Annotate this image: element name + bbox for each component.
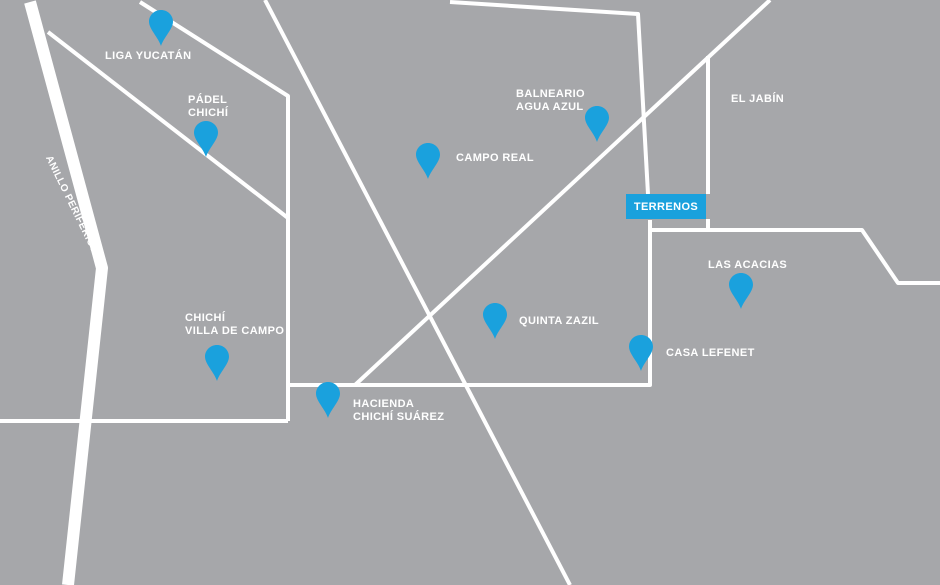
place-label-line: CHICHÍ bbox=[185, 312, 226, 324]
map-pin-shape bbox=[205, 345, 229, 381]
map-pin-shape bbox=[629, 335, 653, 371]
road-north-west bbox=[138, 0, 290, 421]
place-label-las-acacias: LAS ACACIAS bbox=[708, 259, 787, 272]
place-label-liga-yucatan: LIGA YUCATÁN bbox=[105, 50, 191, 63]
place-label-line: VILLA DE CAMPO bbox=[185, 325, 285, 337]
place-label-campo-real: CAMPO REAL bbox=[456, 152, 534, 165]
place-label-line: HACIENDA bbox=[353, 398, 415, 410]
road-diagonal-west bbox=[46, 30, 290, 220]
map-pin-shape bbox=[149, 10, 173, 46]
place-label-line: QUINTA ZAZIL bbox=[519, 315, 599, 327]
place-label-el-jabin: EL JABÍN bbox=[731, 93, 784, 106]
map-pin-shape bbox=[729, 273, 753, 309]
map-pin-shape bbox=[585, 106, 609, 142]
road-diagonal-east bbox=[353, 0, 772, 387]
pin-balneario-agua-azul-icon[interactable] bbox=[585, 106, 609, 142]
place-label-line: AGUA AZUL bbox=[516, 101, 584, 113]
road-north-east bbox=[449, 0, 650, 195]
map-pin-shape bbox=[316, 382, 340, 418]
place-label-line: BALNEARIO bbox=[516, 88, 585, 100]
road-diagonal-long bbox=[263, 0, 572, 585]
pin-liga-yucatan-icon[interactable] bbox=[149, 10, 173, 46]
map-pin-shape bbox=[416, 143, 440, 179]
pin-quinta-zazil-icon[interactable] bbox=[483, 303, 507, 339]
road-east-horizontal bbox=[650, 228, 940, 285]
pin-chichi-villa-de-campo-icon[interactable] bbox=[205, 345, 229, 381]
terrenos-label[interactable]: TERRENOS bbox=[626, 194, 706, 219]
map-pin-shape bbox=[194, 121, 218, 157]
road-anillo-periferico bbox=[24, 0, 108, 585]
place-label-line: EL JABÍN bbox=[731, 93, 785, 105]
pin-campo-real-icon[interactable] bbox=[416, 143, 440, 179]
place-label-casa-lefenet: CASA LEFENET bbox=[666, 347, 755, 360]
place-label-line: CHICHÍ SUÁREZ bbox=[353, 411, 445, 423]
map-pin-shape bbox=[483, 303, 507, 339]
place-label-line: LAS ACACIAS bbox=[708, 259, 788, 271]
pin-padel-chichi-icon[interactable] bbox=[194, 121, 218, 157]
pin-hacienda-chichi-suarez-icon[interactable] bbox=[316, 382, 340, 418]
pin-las-acacias-icon[interactable] bbox=[729, 273, 753, 309]
pin-casa-lefenet-icon[interactable] bbox=[629, 335, 653, 371]
place-label-line: LIGA YUCATÁN bbox=[105, 50, 192, 62]
place-label-quinta-zazil: QUINTA ZAZIL bbox=[519, 315, 599, 328]
place-label-line: PÁDEL bbox=[188, 94, 228, 106]
place-label-line: CAMPO REAL bbox=[456, 152, 534, 164]
place-label-line: CASA LEFENET bbox=[666, 347, 755, 359]
place-label-line: CHICHÍ bbox=[188, 107, 229, 119]
